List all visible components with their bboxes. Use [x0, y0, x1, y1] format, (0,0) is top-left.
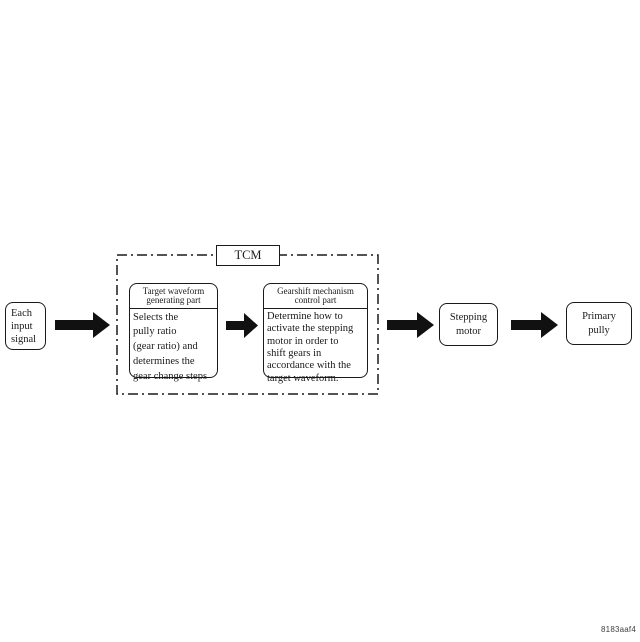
node-body-line: Determine how to [267, 310, 343, 322]
node-label-line: motor [455, 325, 482, 337]
figure-id-watermark: 8183aaf4 [601, 625, 636, 634]
tcm-label: TCM [216, 245, 280, 266]
node-body-line: gear change steps [133, 370, 208, 382]
node-label-line: signal [11, 334, 37, 345]
node-primary-pully: Primary pully [566, 302, 632, 345]
node-body-line: target waveform. [267, 372, 339, 384]
node-header-line: control part [294, 295, 337, 306]
node-label-line: Each [11, 308, 32, 319]
node-stepping-motor: Stepping motor [439, 303, 498, 346]
node-body-line: motor in order to [267, 335, 339, 347]
flow-arrow-icon [387, 312, 434, 338]
node-label-line: input [11, 321, 33, 332]
node-header-line: Gearshift mechanism [277, 285, 354, 296]
node-header-line: generating part [146, 295, 201, 306]
node-body-line: pully ratio [133, 326, 177, 338]
node-gearshift-mechanism-control-part: Gearshift mechanism control part Determi… [263, 283, 368, 384]
node-body-line: activate the stepping [267, 323, 354, 335]
node-body: Determine how to activate the stepping m… [264, 309, 367, 385]
node-header-line: Target waveform [142, 285, 205, 296]
node-body: Selects the pully ratio (gear ratio) and… [130, 309, 217, 385]
node-body-line: determines the [133, 356, 195, 368]
node-label-line: pully [588, 324, 610, 336]
node-body-line: Selects the [133, 311, 179, 323]
node-target-waveform-generating-part: Target waveform generating part Selects … [129, 283, 218, 382]
node-body-line: (gear ratio) and [133, 341, 198, 353]
node-header: Target waveform generating part [130, 284, 217, 309]
flow-arrow-icon [511, 312, 558, 338]
flow-arrow-icon [226, 313, 258, 338]
node-body-line: accordance with the [267, 360, 351, 372]
node-label-line: Stepping [449, 312, 488, 323]
node-header: Gearshift mechanism control part [264, 284, 367, 309]
node-label-line: Primary [582, 311, 616, 322]
flow-arrow-icon [55, 312, 110, 338]
node-body-line: shift gears in [267, 347, 322, 359]
node-each-input-signal: Each input signal [5, 302, 46, 350]
